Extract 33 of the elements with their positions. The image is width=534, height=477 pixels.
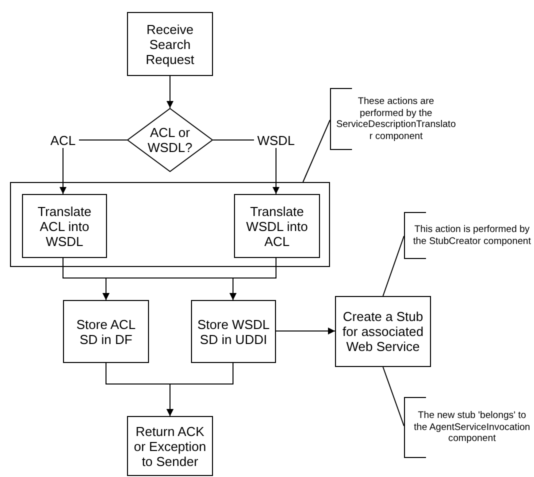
annotation-text: This action is performed by the StubCreator component <box>412 224 532 247</box>
arrow <box>276 328 336 334</box>
arrow <box>166 76 174 108</box>
step-text: Create a Stub for associated Web Service <box>342 309 424 354</box>
process-box <box>22 194 107 258</box>
step-text: Translate ACL into WSDL <box>36 204 92 248</box>
process-box <box>335 296 431 367</box>
step-text: Return ACK or Exception to Sender <box>132 424 208 468</box>
step-text: Translate WSDL into ACL <box>245 204 309 248</box>
branch-label: ACL <box>50 132 76 148</box>
arrow <box>60 148 66 194</box>
process-box <box>127 416 213 476</box>
arrow <box>230 258 276 300</box>
leader-line <box>302 120 330 182</box>
leader-line <box>382 236 404 296</box>
annotation-text: These actions are performed by the ServiceDescriptionTranslator component <box>336 96 456 142</box>
process-box <box>127 12 213 76</box>
group-box <box>10 182 330 267</box>
annotation-bracket <box>330 88 456 150</box>
process-box <box>63 300 149 363</box>
decision-diamond <box>127 108 213 172</box>
arrow <box>272 148 280 194</box>
process-box <box>191 300 276 363</box>
decision-text: ACL or WSDL? <box>146 125 194 155</box>
leader-line <box>382 366 404 426</box>
arrow <box>166 362 234 416</box>
step-text: Receive Search Request <box>144 22 196 66</box>
annotation-bracket <box>404 212 534 259</box>
step-text: Store WSDL SD in UDDI <box>196 316 271 346</box>
process-box <box>234 194 320 258</box>
step-text: Store ACL SD in DF <box>75 316 137 346</box>
annotation-text: The new stub 'belongs' to the AgentServiceInvocation component <box>412 410 532 445</box>
branch-label: WSDL <box>257 132 295 148</box>
